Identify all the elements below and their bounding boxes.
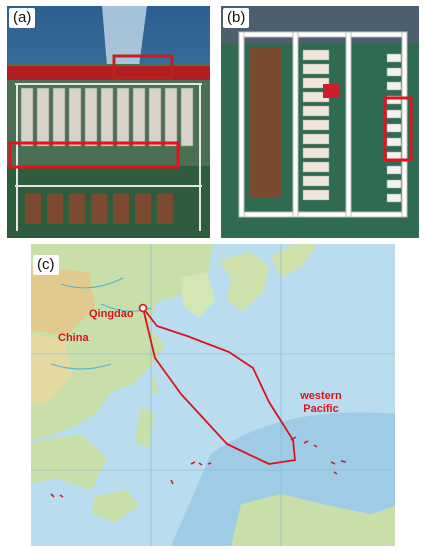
panel-label-c: (c): [33, 255, 59, 275]
ship-deck-photo-a: [7, 6, 210, 238]
place-label-china: China: [58, 332, 89, 344]
panel-label-b: (b): [223, 8, 250, 28]
highlight-box-a: [8, 141, 180, 169]
place-label-pacific-line2: Pacific: [303, 403, 339, 415]
place-label-pacific-line1: western: [300, 390, 342, 402]
map-panel-c: (c) Qingdao China western Pacific: [31, 244, 395, 546]
rack-photo-b: [221, 6, 419, 238]
highlight-box-b: [383, 96, 413, 162]
place-label-qingdao: Qingdao: [89, 308, 134, 320]
qingdao-marker: [138, 303, 148, 313]
cruise-route: [142, 307, 296, 465]
photo-panel-a: (a): [7, 6, 210, 238]
panel-label-a: (a): [9, 8, 36, 28]
photo-panel-b: (b): [221, 6, 419, 238]
cruise-map: [31, 244, 395, 546]
